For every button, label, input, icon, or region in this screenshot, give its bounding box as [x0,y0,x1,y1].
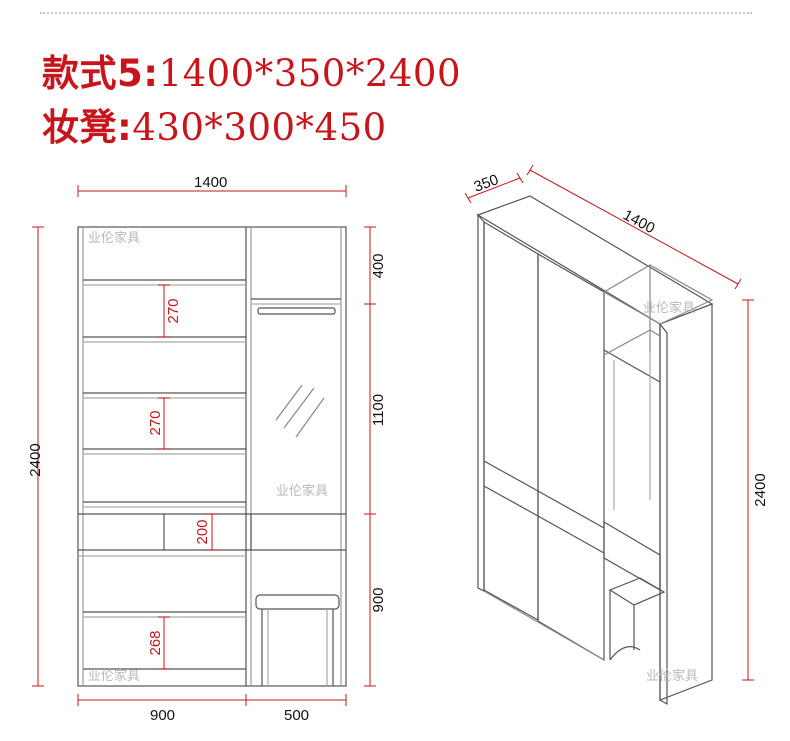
watermark-middle: 业伦家具 [276,483,328,499]
dim-front-height: 2400 [27,443,44,476]
dim-front-width: 1400 [194,174,227,191]
dim-bottom-left: 900 [150,707,175,724]
dim-top-height: 400 [370,253,387,278]
iso-door-2 [537,252,605,662]
iso-left-edge [477,213,485,592]
dim-iso-width: 1400 [620,207,657,238]
dim-bottom-right: 500 [284,707,309,724]
iso-stool [608,577,666,661]
dim-shelf-3: 268 [147,630,164,655]
top-dotted-rule [40,12,752,14]
stool-dimensions: 430*300*450 [132,106,387,149]
title-line-stool: 妆凳:430*300*450 [42,97,387,151]
front-dimension-lines [32,185,376,706]
dim-iso-height: 2400 [752,473,769,506]
watermark-iso-top: 业伦家具 [643,300,695,316]
iso-drawer [603,520,661,592]
watermark-iso-bottom: 业伦家具 [646,668,698,684]
iso-end-panel [659,303,713,701]
mirror-reflection [275,384,325,438]
front-elevation [77,226,347,687]
dim-shelf-1: 270 [165,298,182,323]
stool-label: 妆凳: [42,106,133,149]
stool [255,594,340,686]
watermark-top: 业伦家具 [88,230,140,246]
isometric-view [476,195,714,706]
mirror-handle [257,307,336,315]
cabinet-outline [77,226,347,687]
dim-iso-depth: 350 [472,171,501,196]
dim-mirror-height: 1100 [370,394,387,426]
title-line-wardrobe: 款式5:1400*350*2400 [42,43,461,97]
iso-end-edge [659,322,668,706]
dim-bottom-height: 900 [370,587,387,612]
iso-door-1 [483,220,539,622]
watermark-bottom: 业伦家具 [88,668,140,684]
dim-drawer: 200 [194,519,211,544]
wardrobe-dimensions: 1400*350*2400 [158,52,461,95]
style-label: 款式5: [42,52,159,95]
iso-dimension-lines [464,164,754,681]
dim-shelf-2: 270 [147,410,164,435]
